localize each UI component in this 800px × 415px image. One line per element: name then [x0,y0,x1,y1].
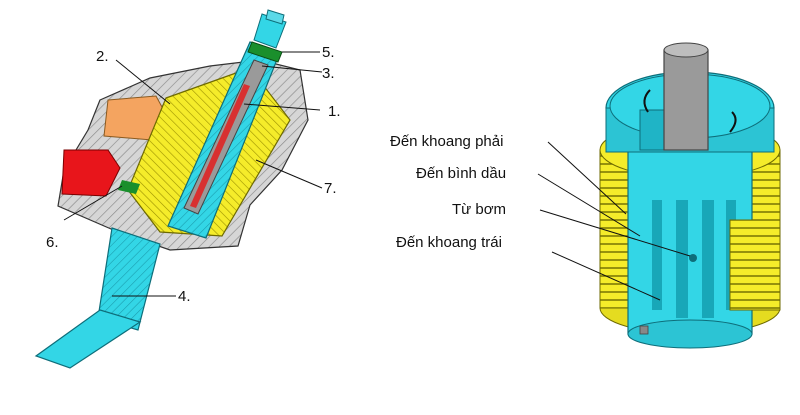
svg-text:4.: 4. [178,288,191,305]
red-seal-strip [190,84,250,208]
left-label-4: 4. [112,288,191,305]
red-port [61,149,121,197]
svg-text:Từ bơm: Từ bơm [452,201,506,218]
svg-text:3.: 3. [322,65,335,82]
svg-text:Đến khoang trái: Đến khoang trái [396,234,502,251]
pump-port-hole [689,254,697,262]
left-label-3: 3. [261,65,335,82]
left-label-7: 7. [255,159,337,197]
green-spot [118,180,140,194]
bottom-pin [639,325,649,335]
svg-text:2.: 2. [96,48,109,65]
green-seal-ring [247,41,283,63]
svg-text:7.: 7. [324,180,337,197]
svg-text:1.: 1. [328,103,341,120]
inner-valve-bottom [627,319,753,349]
sleeve-right-chunk [729,219,781,311]
output-shaft-lower [34,309,142,369]
left-label-5: 5. [282,44,335,61]
shaft-top-tip [265,9,285,25]
svg-text:Đến bình dầu: Đến bình dầu [416,165,506,182]
left-label-6: 6. [46,185,123,251]
svg-text:5.: 5. [322,44,335,61]
label-oil-tank: Đến bình dầu [416,165,641,237]
left-label-2: 2. [96,48,171,105]
gray-shaft-top [663,42,709,58]
svg-text:Đến khoang phải: Đến khoang phải [390,133,503,150]
left-label-1: 1. [243,103,341,120]
gray-input-shaft [663,49,709,151]
label-left-chamber: Đến khoang trái [396,234,661,301]
right-rotary-valve: Đến khoang phải Đến bình dầu Từ bơm Đến … [390,42,781,349]
rotation-arrow-right-icon [729,111,737,133]
left-cutaway-valve: 2. 5. 3. 1. 7. 6. 4. [34,9,341,369]
label-from-pump: Từ bơm [452,201,691,257]
svg-text:6.: 6. [46,234,59,251]
label-right-chamber: Đến khoang phải [390,133,627,215]
output-shaft [97,227,161,331]
rotation-arrow-left-icon [643,89,651,113]
